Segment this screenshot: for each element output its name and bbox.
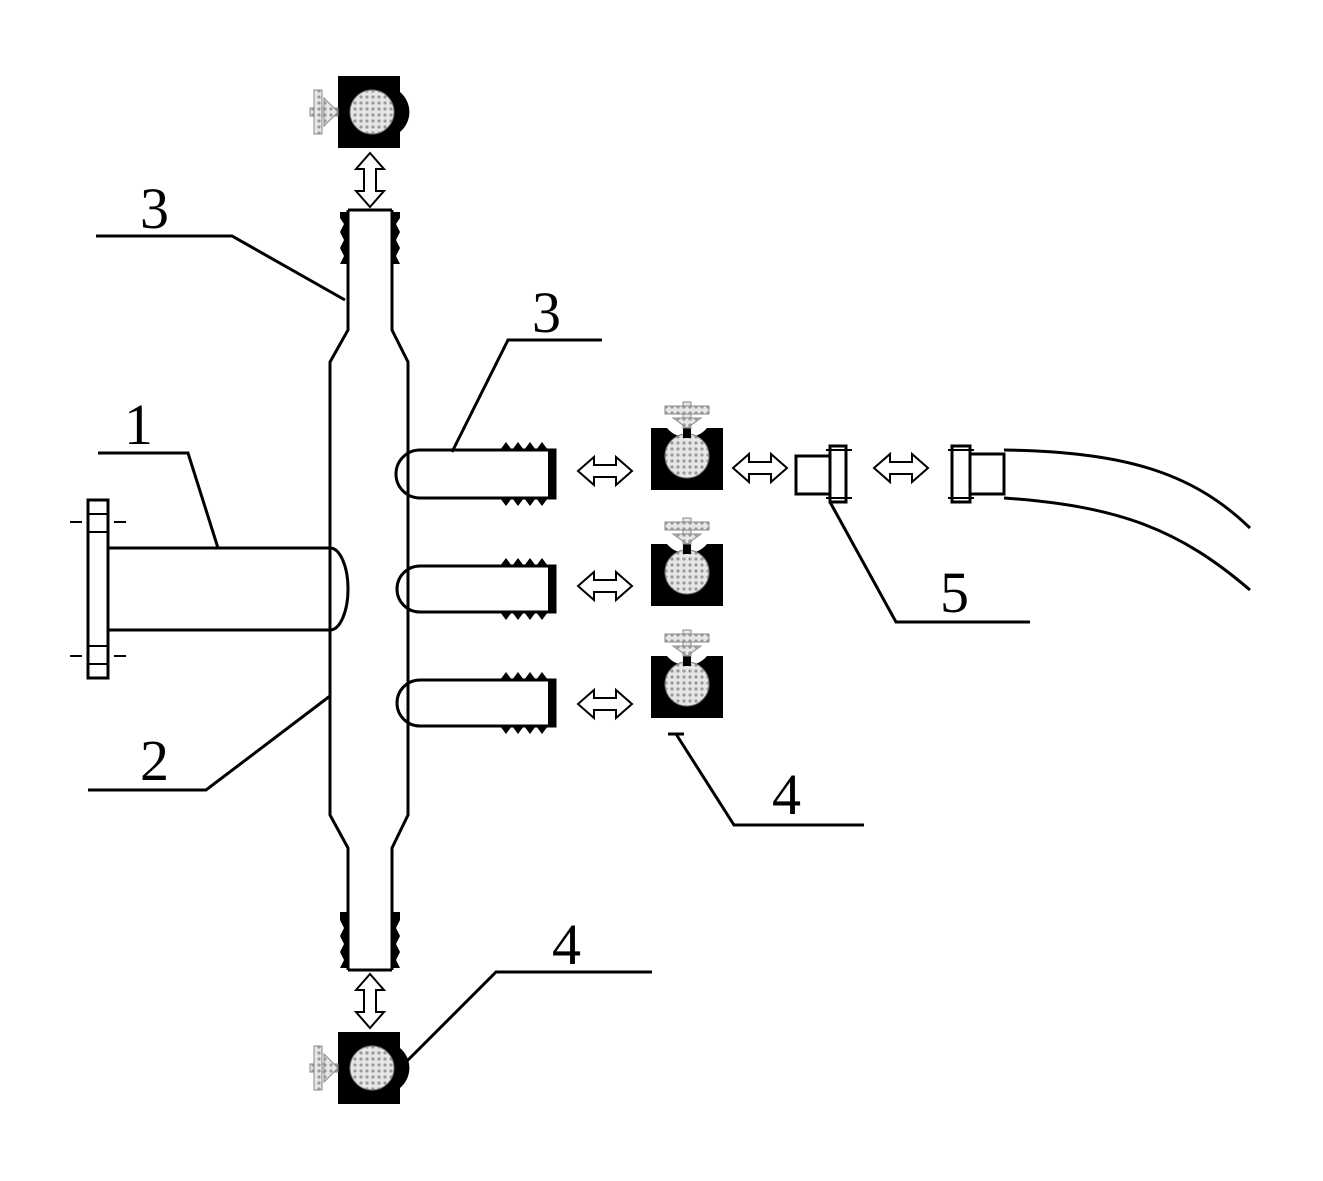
label-part3-top: 3 <box>140 176 169 241</box>
label-part1: 1 <box>124 392 153 457</box>
inlet-pipe <box>70 498 350 680</box>
double-arrow-icon <box>355 973 385 1029</box>
hose-icon <box>948 444 1252 592</box>
ball-valve-icon <box>309 75 410 149</box>
quick-coupling-icon <box>794 444 852 504</box>
double-arrow-icon <box>355 152 385 208</box>
ball-valve-icon <box>309 1031 410 1105</box>
flange-icon <box>86 498 110 680</box>
double-arrow-icon <box>577 456 633 486</box>
label-part3-right: 3 <box>532 280 561 345</box>
manifold-body <box>328 210 410 970</box>
double-arrow-icon <box>873 453 929 483</box>
label-part5: 5 <box>940 560 969 625</box>
outlet-pipe-3 <box>395 672 557 734</box>
label-part2: 2 <box>140 728 169 793</box>
double-arrow-icon <box>732 453 788 483</box>
label-part4-bottom: 4 <box>552 912 581 977</box>
leader-lines <box>88 234 1030 1070</box>
outlet-pipes <box>394 442 557 734</box>
bottom-thread <box>340 912 400 968</box>
double-arrow-icon <box>577 689 633 719</box>
outlet-pipe-2 <box>395 558 557 620</box>
double-arrow-icon <box>577 571 633 601</box>
ball-valve-icon <box>650 629 724 719</box>
top-thread <box>340 212 400 264</box>
outlet-pipe-1 <box>394 442 557 506</box>
label-part4-mid: 4 <box>772 762 801 827</box>
ball-valve-icon <box>650 401 724 491</box>
ball-valve-icon <box>650 517 724 607</box>
